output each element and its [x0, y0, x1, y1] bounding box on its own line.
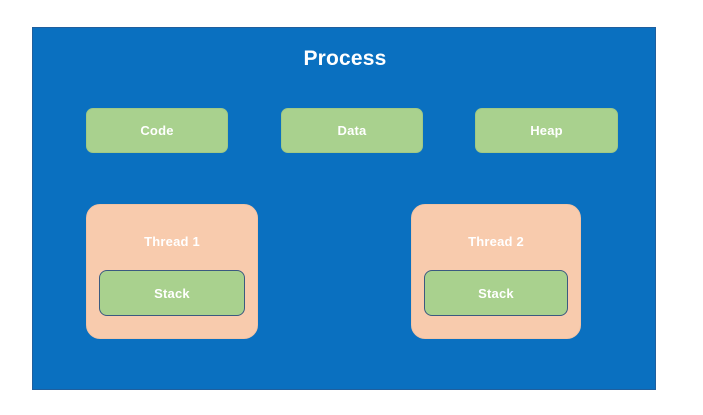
stack-box-thread-2: Stack	[424, 270, 568, 316]
thread-container-2: Thread 2 Stack	[411, 204, 581, 339]
thread-label-2: Thread 2	[468, 234, 524, 249]
process-title: Process	[303, 47, 387, 70]
segment-box-heap: Heap	[475, 108, 618, 153]
stack-label-thread-1: Stack	[154, 285, 190, 301]
stack-label-thread-2: Stack	[478, 285, 514, 301]
segment-label-code: Code	[140, 123, 174, 138]
segment-label-heap: Heap	[530, 123, 563, 138]
segment-box-code: Code	[86, 108, 228, 153]
thread-label-1: Thread 1	[144, 234, 200, 249]
segment-label-data: Data	[337, 123, 367, 138]
segment-box-data: Data	[281, 108, 423, 153]
stack-box-thread-1: Stack	[99, 270, 245, 316]
thread-container-1: Thread 1 Stack	[86, 204, 258, 339]
process-container: Process Code Data Heap Thread 1 Stack Th…	[32, 27, 656, 390]
